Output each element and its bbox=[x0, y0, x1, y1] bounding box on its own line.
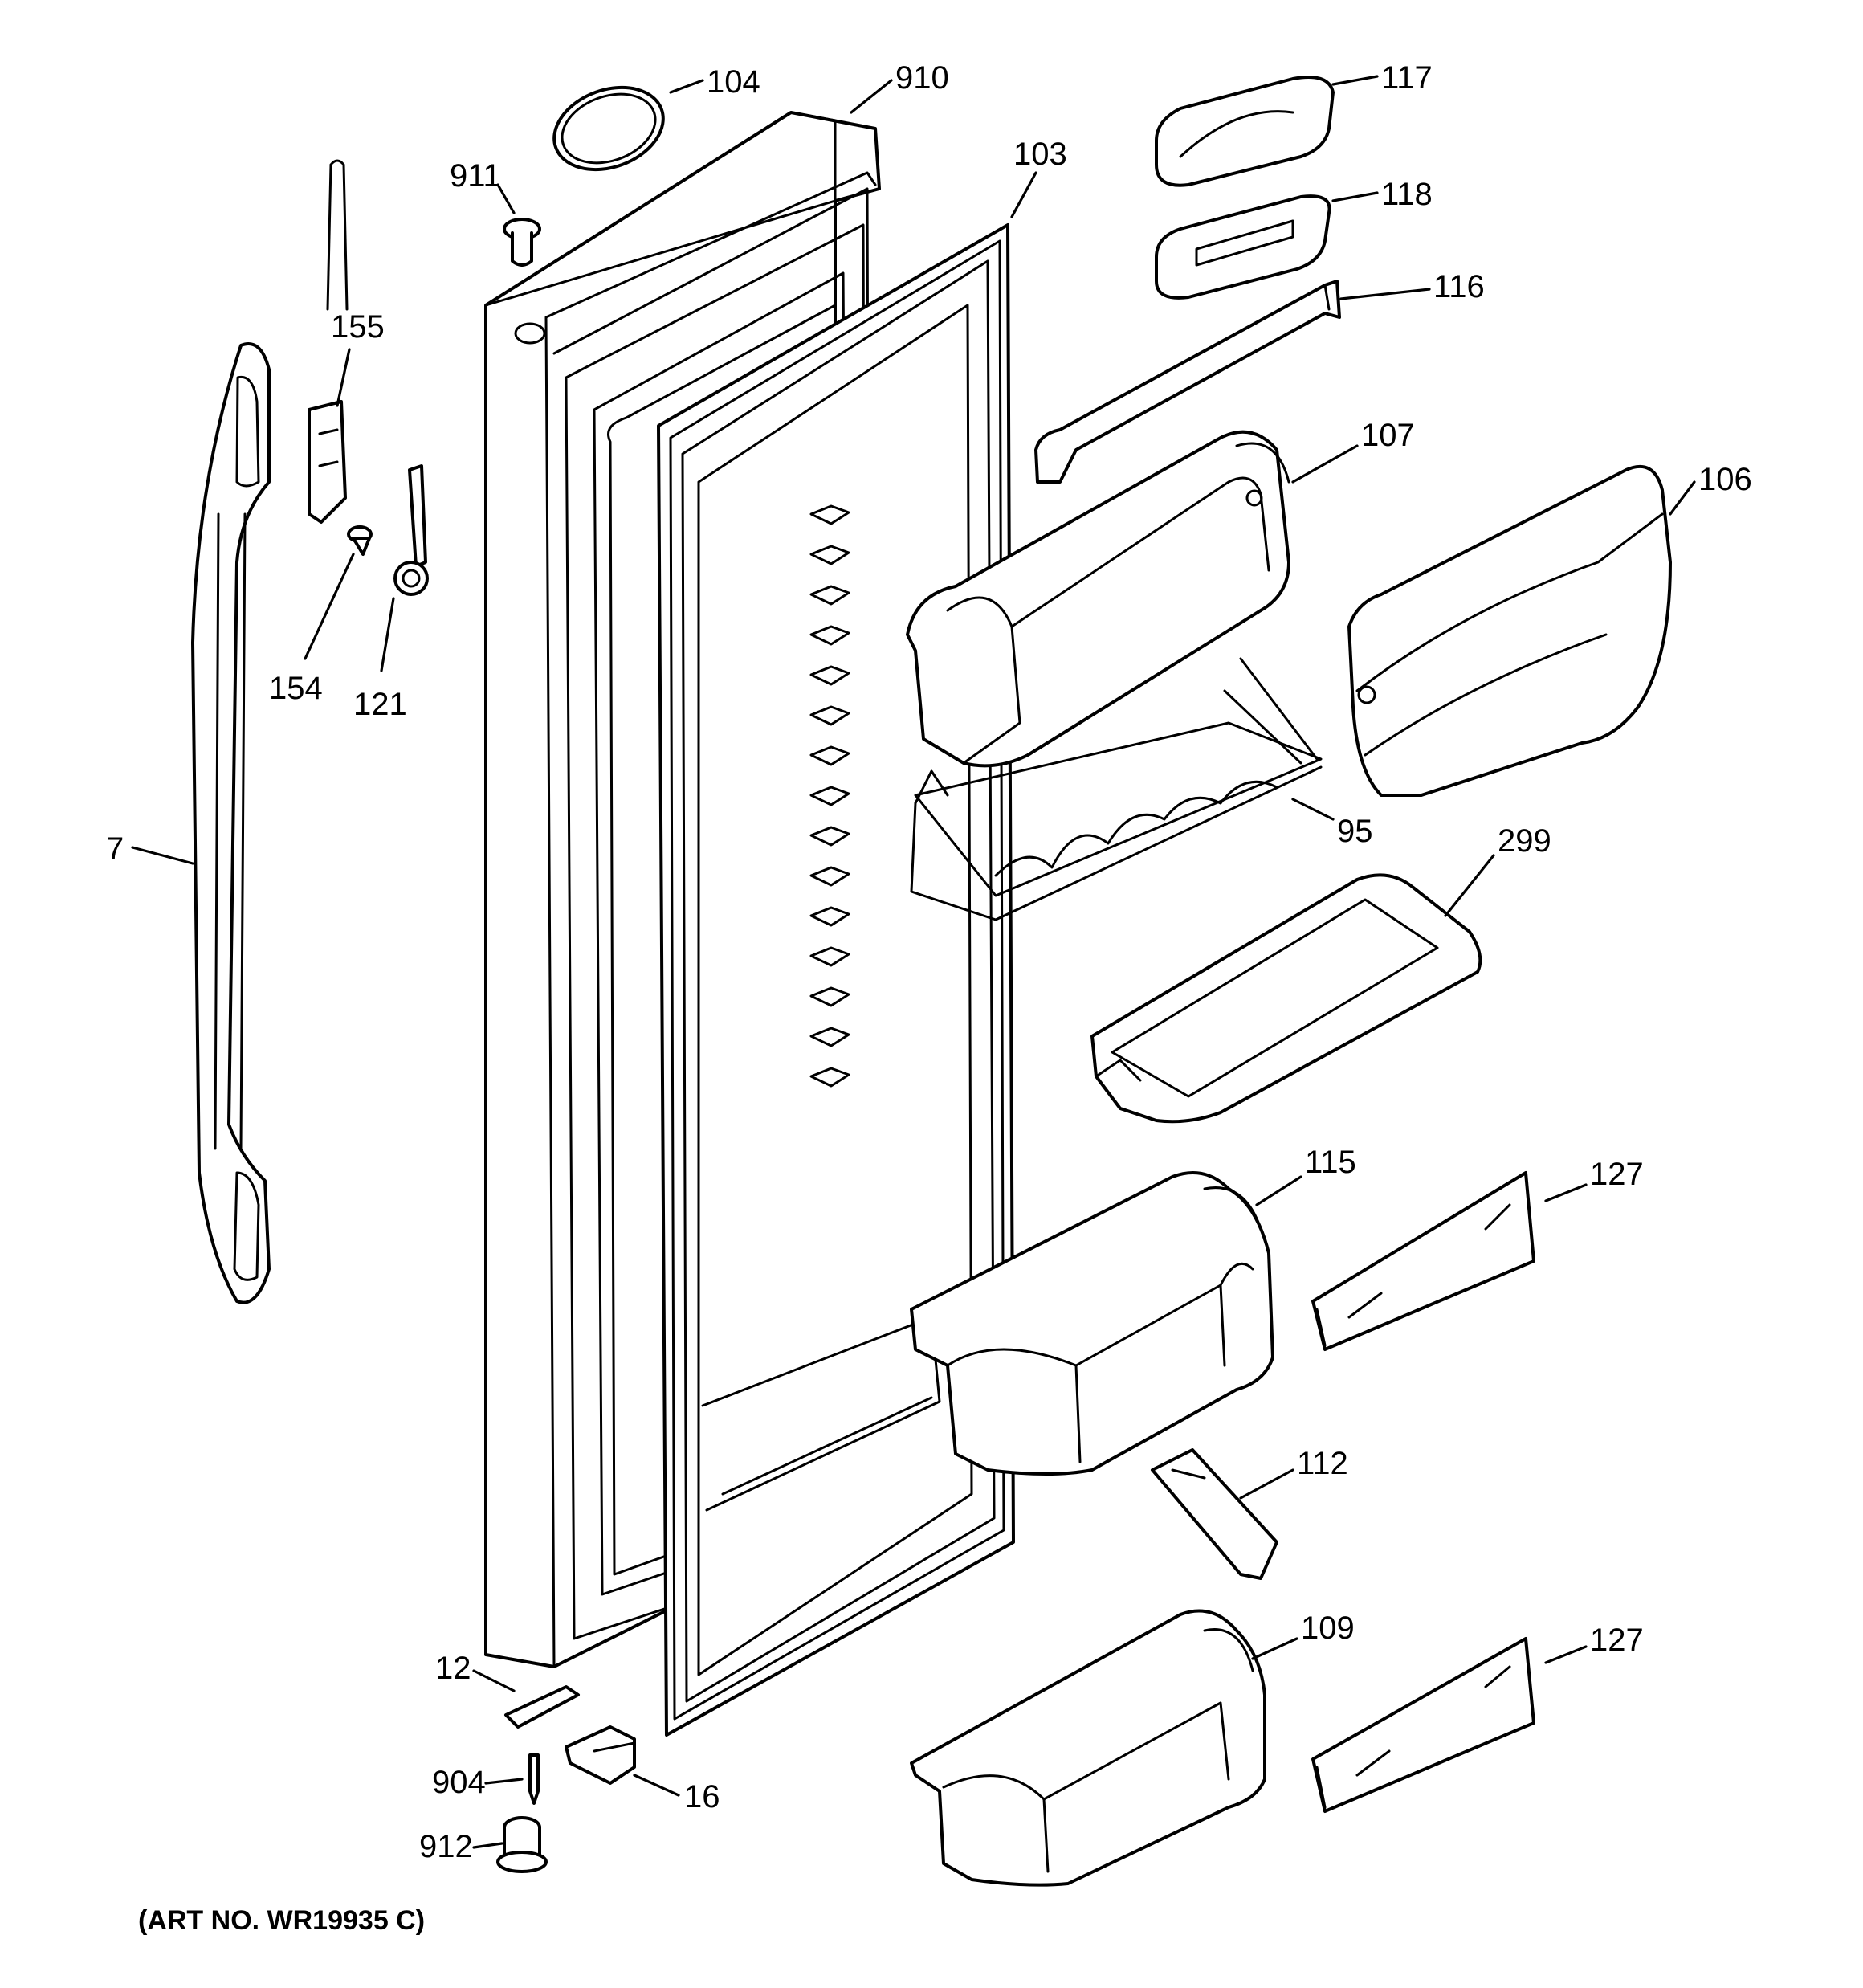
liner-shelf-clips bbox=[809, 504, 850, 1088]
callout-155: 155 bbox=[331, 309, 385, 345]
shelf-cap-117-part bbox=[1155, 76, 1335, 187]
door-bin-109-part bbox=[910, 1609, 1266, 1887]
callout-labels: 104 910 911 103 117 118 116 155 107 106 … bbox=[106, 60, 1752, 1864]
callout-12: 12 bbox=[435, 1651, 471, 1686]
callout-112: 112 bbox=[1297, 1446, 1348, 1481]
callout-7: 7 bbox=[106, 831, 124, 867]
hinge-cover-12-part bbox=[504, 1685, 580, 1729]
callout-16: 16 bbox=[684, 1779, 720, 1815]
callout-118: 118 bbox=[1381, 177, 1433, 212]
callout-910: 910 bbox=[895, 60, 949, 96]
callout-109: 109 bbox=[1301, 1610, 1355, 1646]
bin-door-127b-part bbox=[1311, 1637, 1535, 1813]
hinge-16-part bbox=[565, 1725, 636, 1785]
callout-121: 121 bbox=[353, 687, 407, 722]
dairy-bin-107-part bbox=[906, 430, 1290, 768]
door-gasket-part bbox=[657, 223, 1015, 1737]
door-handle-part bbox=[191, 342, 271, 1304]
screw-154-part bbox=[347, 525, 373, 556]
callout-115: 115 bbox=[1305, 1145, 1356, 1180]
callout-912: 912 bbox=[419, 1829, 473, 1864]
callout-117: 117 bbox=[1381, 60, 1433, 96]
bin-door-127a-part bbox=[1311, 1171, 1535, 1351]
callout-107: 107 bbox=[1361, 418, 1415, 453]
door-bin-115-part bbox=[910, 1171, 1274, 1476]
spring-121-part bbox=[393, 464, 429, 596]
callout-299: 299 bbox=[1498, 823, 1551, 859]
callout-154: 154 bbox=[269, 671, 323, 706]
callout-103: 103 bbox=[1013, 137, 1067, 172]
leader-lines bbox=[131, 75, 1696, 1849]
screw-904-part bbox=[528, 1753, 540, 1805]
art-number-label: (ART NO. WR19935 C) bbox=[138, 1905, 426, 1936]
shelf-base-118-part bbox=[1155, 194, 1331, 300]
callout-911: 911 bbox=[450, 158, 501, 194]
shelf-rail-116-part bbox=[1034, 280, 1341, 484]
hinge-bushing-part bbox=[503, 218, 541, 267]
callout-127-top: 127 bbox=[1590, 1157, 1644, 1192]
dairy-door-106-part bbox=[1347, 465, 1672, 797]
shelf-bin-299-part bbox=[1090, 873, 1482, 1124]
bushing-912-part bbox=[496, 1816, 548, 1873]
handle-clip-part bbox=[308, 159, 349, 524]
callout-95: 95 bbox=[1337, 814, 1373, 849]
wire-rack-95-part bbox=[910, 657, 1323, 921]
callout-116: 116 bbox=[1433, 269, 1485, 304]
bin-clip-112-part bbox=[1151, 1448, 1278, 1580]
callout-904: 904 bbox=[432, 1765, 486, 1800]
callout-104: 104 bbox=[707, 64, 760, 100]
callout-127-bottom: 127 bbox=[1590, 1623, 1644, 1658]
callout-106: 106 bbox=[1698, 462, 1752, 497]
